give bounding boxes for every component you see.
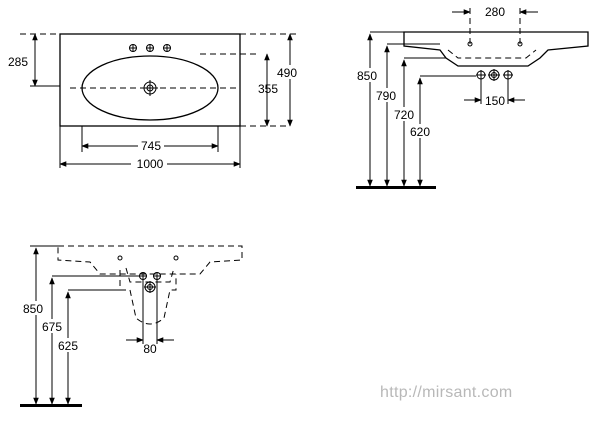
- dim-355: 355: [258, 82, 278, 96]
- dim-790: 790: [376, 89, 396, 103]
- dim-80: 80: [143, 342, 157, 356]
- dim-150: 150: [485, 94, 505, 108]
- top-view: 285 355 490 745 1000: [8, 33, 300, 171]
- side-view-right: 280 150 850 790 720 620: [356, 5, 589, 189]
- basin-profile-left: [57, 245, 243, 275]
- basin-outline: [59, 33, 241, 127]
- dim-850-right: 850: [357, 69, 377, 83]
- supply-fittings: [476, 69, 513, 81]
- dim-720: 720: [394, 108, 414, 122]
- siphon-outline: [119, 270, 177, 325]
- floor-line-left: [20, 404, 82, 407]
- dim-675: 675: [42, 320, 62, 334]
- dim-285: 285: [8, 55, 28, 69]
- dim-280: 280: [485, 5, 505, 19]
- dim-490: 490: [277, 66, 297, 80]
- basin-profile: [403, 31, 589, 67]
- side-view-left: 80 850 675 625: [20, 245, 243, 407]
- supply-fittings-left: [139, 272, 161, 293]
- dim-1000: 1000: [137, 157, 164, 171]
- dim-745: 745: [141, 139, 161, 153]
- floor-line: [356, 186, 436, 189]
- dim-850-left: 850: [23, 302, 43, 316]
- dim-620: 620: [410, 125, 430, 139]
- tap-holes: [129, 44, 171, 52]
- dim-625: 625: [58, 339, 78, 353]
- watermark: http://mirsant.com: [380, 384, 513, 401]
